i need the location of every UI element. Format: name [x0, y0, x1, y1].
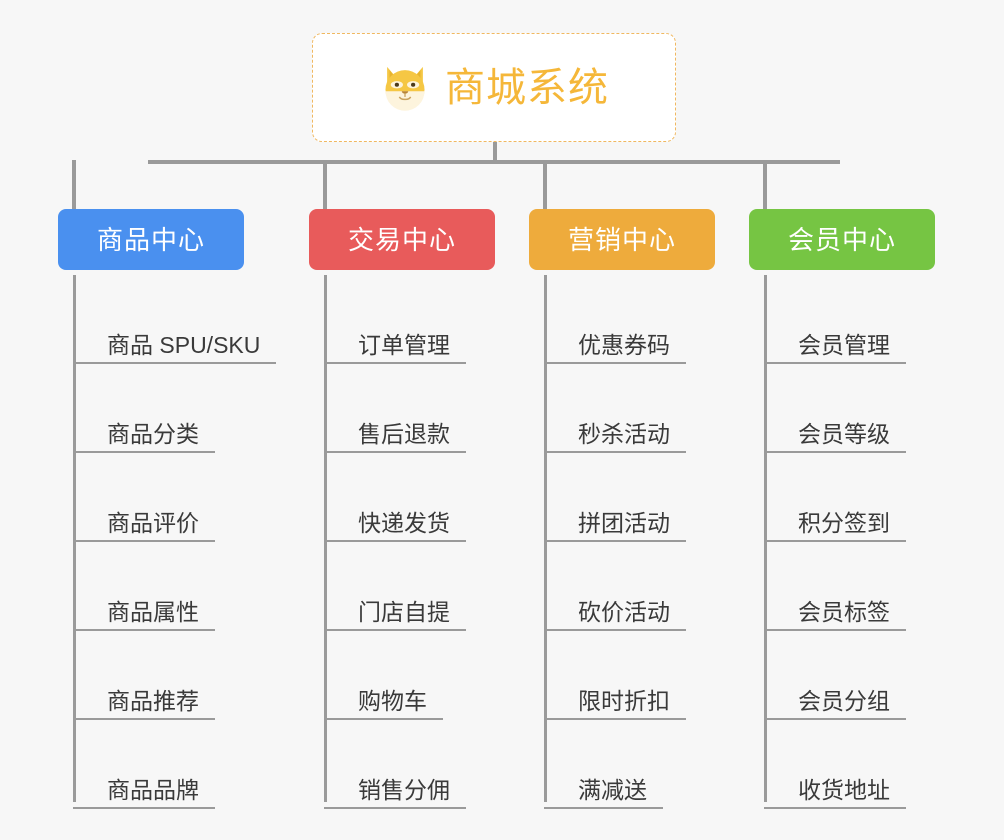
category-label: 会员中心: [787, 224, 896, 255]
category-label: 商品中心: [96, 224, 205, 255]
category-box-2[interactable]: 交易中心: [309, 209, 495, 270]
category-box-3[interactable]: 营销中心: [529, 209, 715, 270]
leaf-label: 限时折扣: [578, 687, 670, 714]
leaf-underline: 商品品牌: [73, 777, 215, 809]
leaf-item[interactable]: 订单管理: [324, 275, 466, 364]
root-title: 商城系统: [445, 65, 609, 110]
leaf-underline: 砍价活动: [544, 599, 686, 631]
leaf-underline: 商品属性: [73, 599, 215, 631]
leaf-underline: 满减送: [544, 777, 663, 809]
leaf-item[interactable]: 销售分佣: [324, 720, 466, 809]
leaf-item[interactable]: 会员分组: [764, 631, 906, 720]
dog-face-emoji-icon: [379, 62, 431, 114]
leaf-item[interactable]: 商品分类: [73, 364, 215, 453]
category-box-4[interactable]: 会员中心: [749, 209, 935, 270]
category-label: 交易中心: [347, 224, 456, 255]
leaf-label: 会员管理: [798, 331, 890, 358]
leaf-item[interactable]: 商品属性: [73, 542, 215, 631]
leaf-item[interactable]: 积分签到: [764, 453, 906, 542]
leaf-label: 秒杀活动: [578, 420, 670, 447]
leaf-label: 商品评价: [107, 509, 199, 536]
leaf-underline: 秒杀活动: [544, 421, 686, 453]
leaf-underline: 会员分组: [764, 688, 906, 720]
leaf-underline: 销售分佣: [324, 777, 466, 809]
connector-drop-4: [763, 160, 767, 209]
leaf-label: 商品品牌: [107, 776, 199, 803]
connector-drop-1: [72, 160, 76, 209]
leaf-label: 商品推荐: [107, 687, 199, 714]
leaf-label: 快递发货: [358, 509, 450, 536]
leaf-item[interactable]: 拼团活动: [544, 453, 686, 542]
leaf-label: 商品 SPU/SKU: [107, 331, 261, 358]
leaf-label: 满减送: [578, 776, 647, 803]
leaf-item[interactable]: 秒杀活动: [544, 364, 686, 453]
category-label: 营销中心: [567, 224, 676, 255]
leaf-underline: 订单管理: [324, 332, 466, 364]
connector-drop-2: [323, 160, 327, 209]
leaf-underline: 商品分类: [73, 421, 215, 453]
leaf-underline: 商品 SPU/SKU: [73, 331, 277, 364]
leaf-item[interactable]: 优惠券码: [544, 275, 686, 364]
leaf-item[interactable]: 商品推荐: [73, 631, 215, 720]
leaf-item[interactable]: 收货地址: [764, 720, 906, 809]
leaf-item[interactable]: 商品 SPU/SKU: [73, 275, 277, 364]
leaf-label: 会员分组: [798, 687, 890, 714]
branch-rail: [73, 275, 76, 802]
leaf-label: 售后退款: [358, 420, 450, 447]
leaf-label: 砍价活动: [578, 598, 670, 625]
leaf-item[interactable]: 会员等级: [764, 364, 906, 453]
leaf-item[interactable]: 会员管理: [764, 275, 906, 364]
leaf-label: 销售分佣: [358, 776, 450, 803]
leaf-label: 会员标签: [798, 598, 890, 625]
leaf-item[interactable]: 满减送: [544, 720, 663, 809]
leaf-underline: 会员标签: [764, 599, 906, 631]
leaf-label: 购物车: [358, 687, 427, 714]
root-node-card[interactable]: 商城系统: [312, 33, 676, 142]
leaf-underline: 限时折扣: [544, 688, 686, 720]
leaf-item[interactable]: 门店自提: [324, 542, 466, 631]
leaf-label: 商品分类: [107, 420, 199, 447]
leaf-label: 优惠券码: [578, 331, 670, 358]
leaf-item[interactable]: 会员标签: [764, 542, 906, 631]
leaf-label: 订单管理: [358, 331, 450, 358]
leaf-item[interactable]: 商品评价: [73, 453, 215, 542]
leaf-label: 积分签到: [798, 509, 890, 536]
leaf-underline: 商品评价: [73, 510, 215, 542]
leaf-item[interactable]: 售后退款: [324, 364, 466, 453]
leaf-underline: 收货地址: [764, 777, 906, 809]
leaf-label: 拼团活动: [578, 509, 670, 536]
leaf-label: 收货地址: [798, 776, 890, 803]
leaf-item[interactable]: 快递发货: [324, 453, 466, 542]
leaf-item[interactable]: 购物车: [324, 631, 443, 720]
leaf-underline: 会员管理: [764, 332, 906, 364]
leaf-item[interactable]: 砍价活动: [544, 542, 686, 631]
leaf-item[interactable]: 商品品牌: [73, 720, 215, 809]
connector-drop-3: [543, 160, 547, 209]
branch-rail: [544, 275, 547, 802]
leaf-underline: 商品推荐: [73, 688, 215, 720]
leaf-label: 会员等级: [798, 420, 890, 447]
leaf-label: 商品属性: [107, 598, 199, 625]
branch-rail: [324, 275, 327, 802]
connector-root-stem: [493, 142, 497, 163]
leaf-label: 门店自提: [358, 598, 450, 625]
category-box-1[interactable]: 商品中心: [58, 209, 244, 270]
leaf-underline: 会员等级: [764, 421, 906, 453]
leaf-underline: 购物车: [324, 688, 443, 720]
leaf-underline: 门店自提: [324, 599, 466, 631]
leaf-underline: 售后退款: [324, 421, 466, 453]
branch-rail: [764, 275, 767, 802]
leaf-underline: 快递发货: [324, 510, 466, 542]
leaf-underline: 拼团活动: [544, 510, 686, 542]
connector-horizontal-bus: [148, 160, 840, 164]
leaf-underline: 优惠券码: [544, 332, 686, 364]
leaf-item[interactable]: 限时折扣: [544, 631, 686, 720]
leaf-underline: 积分签到: [764, 510, 906, 542]
